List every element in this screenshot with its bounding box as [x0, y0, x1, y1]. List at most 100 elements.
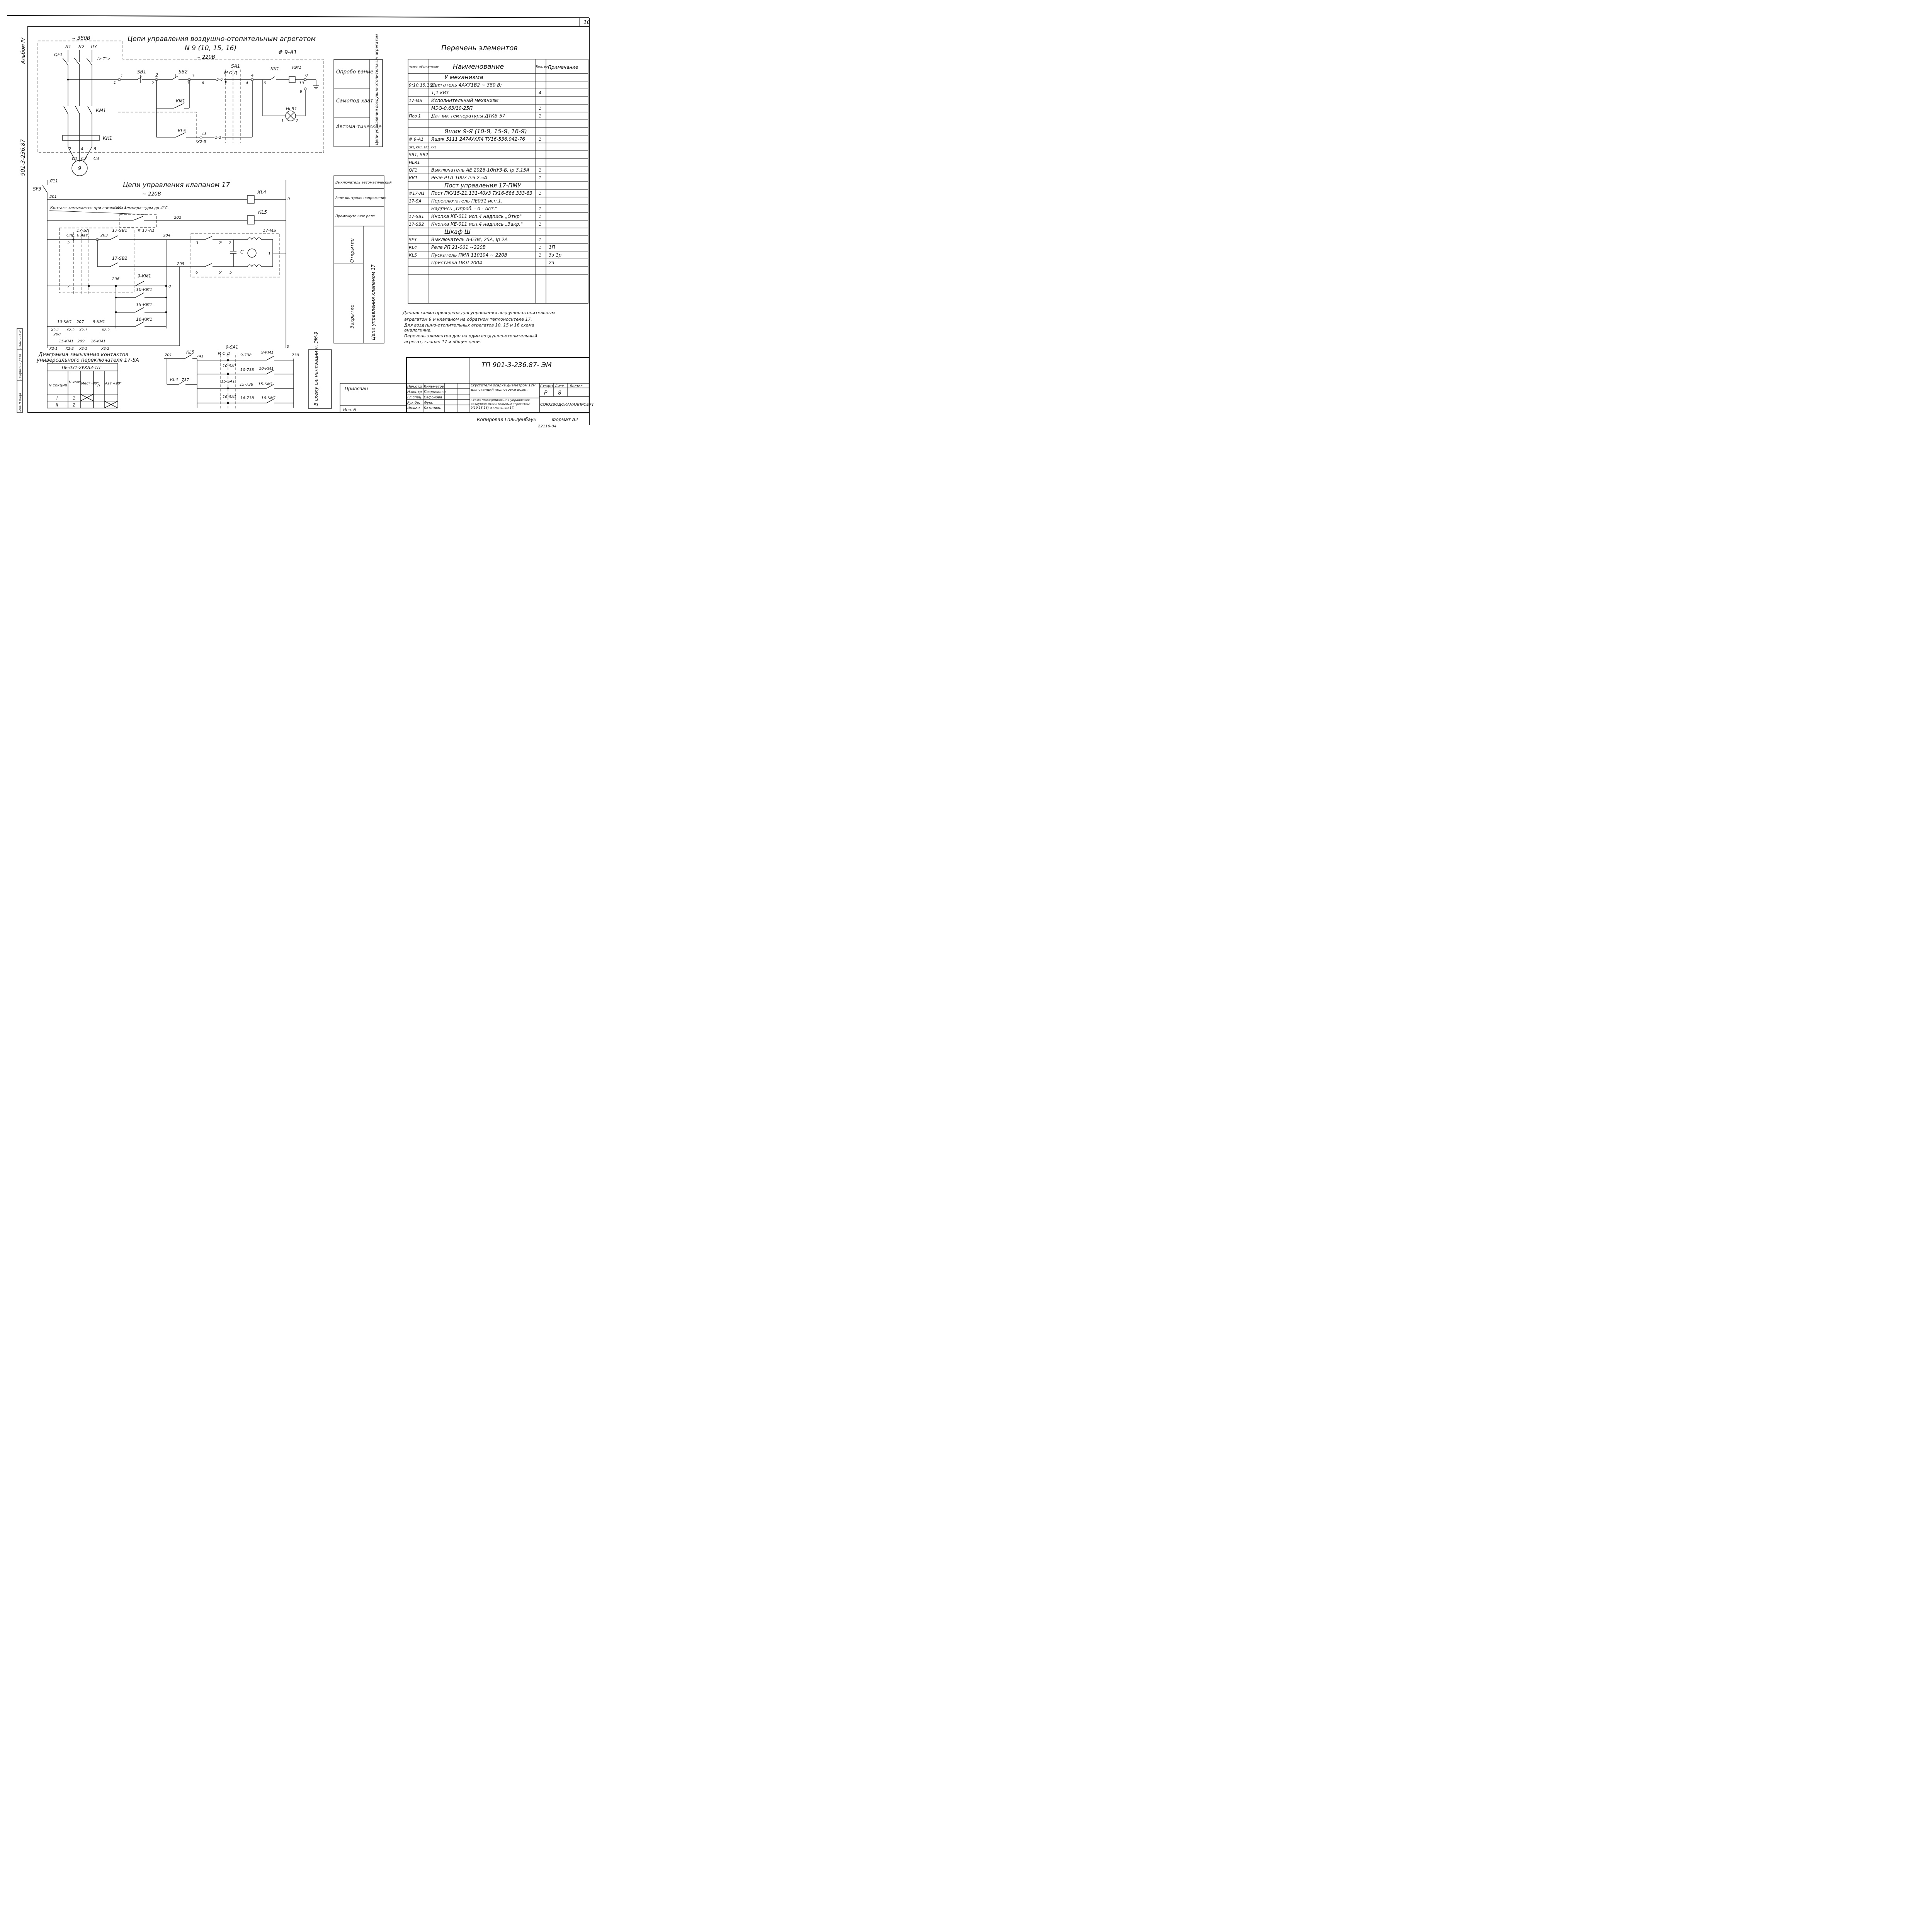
- wire-206: 206: [112, 277, 119, 281]
- element-name: Кнопка КЕ-011 исп.4 надпись „Закр.": [431, 221, 523, 227]
- note-line-1: Данная схема приведена для управления во…: [402, 310, 555, 315]
- signature-date-label: Подпись и дата: [19, 354, 22, 379]
- sig-km-16: 16-КМ1: [261, 396, 276, 400]
- phase-lines: [62, 50, 100, 176]
- sa-term-2: 7: [67, 284, 70, 289]
- element-qty: 1: [539, 137, 541, 142]
- sig-sa-10: 10-SA1: [223, 364, 236, 368]
- wire-num-2a: 2: [155, 72, 158, 78]
- element-pos: 17-SВ1: [409, 214, 424, 219]
- sig-738-15: 15-738: [240, 383, 253, 387]
- x-label-7: Х2-1: [79, 347, 87, 351]
- sig-sa-pos: М О Д: [218, 352, 230, 356]
- stamp-title-2: Схема принципиальная управления воздушно…: [471, 398, 530, 410]
- element-qty: 1: [539, 191, 541, 196]
- motor-c3: С3: [94, 156, 99, 161]
- voltage-220-label: ~ 220В: [196, 54, 215, 60]
- section-title: Шкаф Ш: [444, 228, 471, 235]
- note-line-2: агрегатом 9 и клапаном на обратном тепло…: [404, 317, 532, 322]
- x-label-1: Х2-1: [51, 328, 59, 332]
- air-unit-circuit: Цепи управления воздушно-отопительным аг…: [37, 35, 324, 176]
- motor-number: 9: [78, 166, 81, 172]
- relay-kl5: КL5: [258, 209, 267, 215]
- wire-205: 205: [177, 262, 184, 266]
- wire-203: 203: [100, 233, 108, 238]
- element-name: Переключатель ПЕ031 исп.1.: [431, 198, 503, 204]
- coil-km1: КМ1: [292, 65, 301, 70]
- wire-201: 201: [49, 195, 57, 199]
- wire-num-11: 11: [202, 131, 207, 136]
- element-pos: Поз 1: [409, 114, 421, 119]
- switch-sa1-positions: М О Д: [224, 70, 237, 75]
- thermal-relay-label: КК1: [103, 136, 112, 141]
- doc-code-vertical: 901-3-236.87: [20, 139, 26, 176]
- actuator-17ms: 17-MS: [263, 228, 276, 233]
- sensor-poz1: Поз. 1: [114, 206, 127, 210]
- element-name: Приставка ПКЛ 2004: [431, 260, 482, 265]
- row-voltage-relay: Реле контроля напряжения: [335, 196, 386, 200]
- breaker-qf1: QF1: [54, 52, 63, 57]
- wire-208: 208: [53, 332, 61, 337]
- valve-voltage: ~ 220В: [142, 191, 161, 197]
- header-name: Наименование: [453, 63, 504, 71]
- role-1: Нач.отд.: [407, 385, 423, 389]
- element-qty: 1: [539, 106, 541, 111]
- km-contact-9: 9-КМ1: [138, 274, 151, 279]
- element-pos: 9(10,15,16): [409, 83, 434, 88]
- element-name: МЭО-0,63/10-25П: [431, 105, 473, 111]
- header-zero: 0: [97, 384, 100, 388]
- element-name: Ящик 5111 2474УХЛ4 ТУ16-536.042-76: [431, 136, 525, 142]
- header-qty: Кол. во: [536, 65, 548, 68]
- km-contact-10: 10-КМ1: [136, 287, 152, 292]
- lamp-pin-1: 1: [281, 119, 284, 123]
- sig-sa-9: 9-SA1: [226, 345, 238, 350]
- phase-l1: Л1: [65, 44, 71, 49]
- name-4: Фукс: [424, 401, 433, 405]
- section-2: II: [56, 403, 58, 408]
- wire-num-4b: 4: [246, 81, 248, 85]
- note-line-6: агрегат, клапан 17 и общие цепи.: [404, 339, 481, 344]
- x-label-8: Х2-2: [101, 347, 109, 351]
- sig-rungs: [197, 356, 294, 404]
- header-note: Примечание: [548, 65, 578, 70]
- x-label-4: Х2-2: [101, 328, 110, 332]
- sig-wire-701: 701: [165, 353, 172, 357]
- section-title: Пост управления 17-ПМУ: [444, 182, 521, 189]
- header-local: Мест -90°: [81, 382, 99, 386]
- button-sb1: SB1: [137, 69, 146, 75]
- elements-list: Перечень элементов Позиц. обозна-чение Н…: [408, 44, 588, 304]
- row-close: Закрытие: [349, 304, 355, 328]
- element-qty: 1: [539, 237, 541, 242]
- element-name: Надпись „Опроб. - 0 - Авт.": [431, 206, 497, 211]
- wire-num-1a: 1: [121, 74, 123, 78]
- element-pos: КL5: [409, 253, 417, 258]
- wire-209: 209: [77, 339, 85, 344]
- breaker-sf3: SF3: [33, 186, 41, 192]
- button-17sb1: 17-SВ1: [112, 228, 128, 233]
- element-qty: 1: [539, 206, 541, 211]
- signal-circuit: 701 КL5 741 КL4 737 739 0 9-SA1 М О Д 10…: [164, 332, 332, 410]
- air-unit-title: Цепи управления воздушно-отопительным аг…: [128, 35, 316, 43]
- element-pos: HLR1: [409, 160, 420, 165]
- sig-wire-741: 741: [196, 354, 204, 359]
- ms-term-1: 1: [268, 252, 270, 256]
- motor-c2: С2: [81, 156, 87, 161]
- signal-side-note: В схему сигнализации л. ЭМ-9: [313, 332, 319, 406]
- terminal-x25: Х2-5: [197, 140, 206, 144]
- header-pos: Позиц. обозна-чение: [409, 65, 439, 68]
- element-qty: 1: [539, 253, 541, 258]
- air-unit-ref: # 9-А1: [278, 49, 297, 56]
- sig-738-9: 9-738: [240, 353, 252, 357]
- row-breaker: Выключатель автоматический: [335, 181, 392, 185]
- page-number: 10: [583, 19, 590, 26]
- name-5: Базиниян: [424, 406, 441, 410]
- wire-num-9: 9: [300, 90, 302, 94]
- km-term-7: 8: [168, 284, 171, 289]
- element-pos: # 9-А1: [409, 137, 423, 142]
- sheet-header: Лист: [554, 384, 564, 388]
- stamp-title-1: Сгустители осадка диаметром 12м для стан…: [471, 384, 536, 392]
- role-4: Рук.бр.: [407, 401, 420, 405]
- element-pos: SB1, SB2: [409, 152, 428, 157]
- element-name: Выключатель А-63М, 25А, Iр 2А: [431, 237, 508, 242]
- relay-kl4: КL4: [257, 190, 266, 195]
